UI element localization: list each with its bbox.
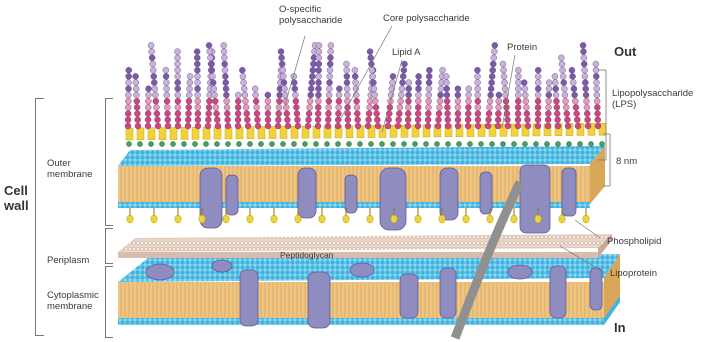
lps-chain-icon xyxy=(125,67,132,129)
cytoplasmic-membrane-label: Cytoplasmic membrane xyxy=(47,290,99,312)
lps-chain-icon xyxy=(485,42,498,129)
in-label: In xyxy=(614,320,626,335)
cell-wall-bracket xyxy=(35,98,44,336)
lps-chain-icon xyxy=(194,49,201,129)
lps-chain-icon xyxy=(252,86,261,129)
lps-chain-icon xyxy=(185,73,193,129)
lps-chain-icon xyxy=(521,80,531,129)
lps-chains xyxy=(125,42,601,129)
cytoplasmic-membrane-bracket xyxy=(105,266,113,338)
lipoprotein-icon xyxy=(271,208,277,223)
lps-chain-icon xyxy=(545,80,552,129)
lps-chain-icon xyxy=(163,67,171,129)
lps-chain-icon xyxy=(344,61,351,129)
lps-chain-icon xyxy=(474,67,481,129)
lps-chain-icon xyxy=(580,42,591,129)
lipoprotein-icon xyxy=(583,208,589,223)
lps-chain-icon xyxy=(175,49,181,129)
lipoprotein-icon xyxy=(415,208,421,223)
lipoprotein-icon xyxy=(175,208,181,223)
lps-chain-icon xyxy=(515,67,521,129)
lipid-a-label: Lipid A xyxy=(392,47,421,58)
lps-chain-icon xyxy=(265,92,271,129)
lps-chain-icon xyxy=(133,73,141,129)
outer-membrane-label: Outer membrane xyxy=(47,158,92,180)
lps-chain-icon xyxy=(315,42,322,129)
lps-label: Lipopolysaccharide (LPS) xyxy=(612,88,693,110)
lps-chain-icon xyxy=(443,73,451,129)
lps-chain-icon xyxy=(593,61,601,129)
lps-chain-icon xyxy=(291,73,301,129)
eight-nm-label: 8 nm xyxy=(616,156,637,167)
lps-chain-icon xyxy=(425,67,432,129)
periplasm-bracket xyxy=(105,228,113,264)
lipoprotein-icon xyxy=(319,208,325,223)
lps-chain-icon xyxy=(552,73,561,129)
out-label: Out xyxy=(614,44,636,59)
peptidoglycan-layer xyxy=(118,234,612,258)
lps-chain-icon xyxy=(535,67,541,129)
lps-chain-icon xyxy=(415,73,422,129)
lps-chain-icon xyxy=(455,86,461,129)
lipoprotein-icon xyxy=(127,208,133,223)
lps-chain-icon xyxy=(558,55,571,129)
lps-chain-icon xyxy=(465,86,472,129)
protein-label: Protein xyxy=(507,42,537,53)
lps-chain-icon xyxy=(335,86,342,129)
lps-chain-icon xyxy=(352,67,361,129)
cell-wall-label: Cell wall xyxy=(4,183,29,213)
outer-membrane-bracket xyxy=(105,98,113,226)
periplasm-label: Periplasm xyxy=(47,255,89,266)
peptidoglycan-label: Peptidoglycan xyxy=(280,250,333,261)
lps-chain-icon xyxy=(221,42,231,129)
lps-chain-icon xyxy=(325,42,334,129)
lps-chain-icon xyxy=(569,67,581,129)
lipoprotein-label: Lipoprotein xyxy=(610,268,657,279)
lipoprotein-icon xyxy=(247,208,253,223)
lipoprotein-icon xyxy=(151,208,157,223)
lps-chain-icon xyxy=(495,92,502,129)
core-polysaccharide-label: Core polysaccharide xyxy=(383,13,470,24)
lps-chain-icon xyxy=(405,80,412,129)
lps-chain-icon xyxy=(145,86,152,129)
lps-chain-icon xyxy=(235,92,241,129)
lipoprotein-icon xyxy=(367,208,373,223)
phospholipid-label: Phospholipid xyxy=(607,236,661,247)
o-specific-label: O-specific polysaccharide xyxy=(279,4,342,26)
lipoprotein-icon xyxy=(463,208,469,223)
